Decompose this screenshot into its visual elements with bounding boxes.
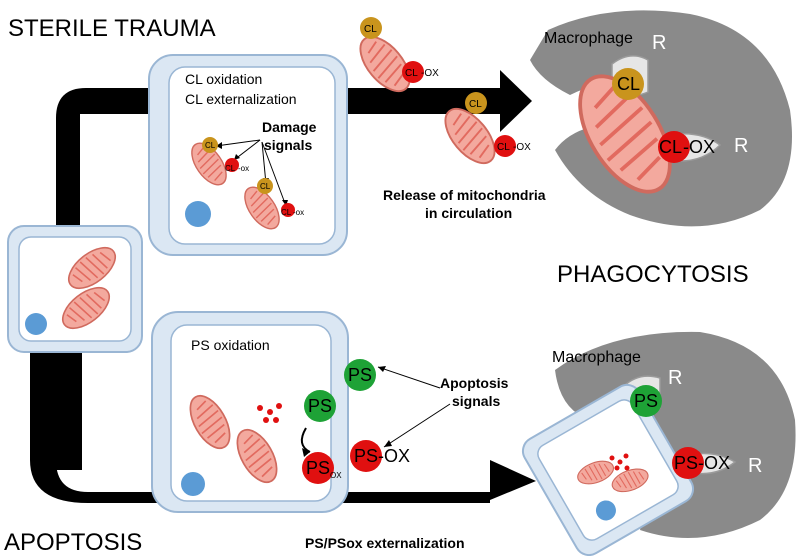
nucleus: [181, 472, 205, 496]
receptor-label: R: [734, 135, 748, 157]
apoptosis-signals-label-1: Apoptosis: [440, 375, 509, 391]
nucleus: [25, 313, 47, 335]
cl-ball: [257, 178, 273, 194]
svg-text:CL: CL: [469, 99, 482, 110]
sterile-trauma-cell: CL oxidation CL externalization Damage s…: [148, 54, 348, 256]
release-label-2: in circulation: [425, 205, 512, 221]
externalization-label: PS/PSox externalization: [305, 535, 465, 551]
apoptotic-bodies: [609, 453, 630, 471]
ps-ball: [304, 390, 336, 422]
svg-text:CL: CL: [281, 208, 292, 217]
cl-ox-ball: [225, 158, 239, 172]
svg-text:PS: PS: [354, 446, 378, 466]
cl-ox-ball: [281, 203, 295, 217]
receptor-label: R: [748, 455, 762, 477]
ps-oxidation-label: PS oxidation: [191, 337, 270, 353]
receptor-label: R: [668, 367, 682, 389]
svg-text:PS: PS: [306, 458, 330, 478]
svg-text:CL: CL: [617, 74, 640, 94]
macrophage-top: CL CL -OX R R: [530, 10, 792, 227]
bottom-pathway-arrow: [30, 352, 536, 503]
ps-ball-external: [344, 359, 376, 391]
cl-ball: [202, 137, 218, 153]
svg-text:-OX: -OX: [683, 137, 715, 157]
damage-signals-label-2: signals: [264, 137, 312, 153]
svg-text:-OX: -OX: [421, 68, 439, 79]
svg-text:PS: PS: [634, 391, 658, 411]
nucleus: [595, 500, 616, 521]
svg-text:CL: CL: [405, 68, 418, 79]
resting-cell: [7, 225, 143, 353]
svg-text:CL: CL: [659, 137, 682, 157]
svg-text:CL: CL: [497, 142, 510, 153]
svg-text:-ox: -ox: [293, 208, 304, 217]
phagocytosis-title: PHAGOCYTOSIS: [557, 261, 749, 288]
cl-ox-ball: [494, 135, 516, 157]
cl-ox-ball: [402, 61, 424, 83]
svg-text:PS: PS: [674, 453, 698, 473]
receptor-label: R: [652, 32, 666, 54]
apoptotic-bodies: [257, 403, 282, 423]
svg-text:-OX: -OX: [698, 453, 730, 473]
engulfed-apoptotic-cell: [521, 383, 695, 556]
cl-oxidation-label: CL oxidation: [185, 71, 262, 87]
macrophage-label-bottom: Macrophage: [552, 349, 641, 366]
sterile-trauma-title: STERILE TRAUMA: [8, 15, 216, 42]
oxidation-arrow: [300, 427, 311, 453]
svg-text:CL: CL: [225, 164, 236, 173]
svg-text:-OX: -OX: [378, 446, 410, 466]
cl-externalization-label: CL externalization: [185, 91, 297, 107]
svg-text:OX: OX: [330, 471, 342, 480]
ps-ox-ball: [302, 452, 334, 484]
svg-text:PS: PS: [348, 365, 372, 385]
svg-text:-OX: -OX: [513, 142, 531, 153]
apoptotic-cell: PS oxidation PS PS OX: [151, 311, 349, 513]
svg-text:CL: CL: [260, 182, 271, 191]
release-label-1: Release of mitochondria: [383, 187, 546, 203]
cl-ball: [612, 68, 644, 100]
cl-ball: [360, 17, 382, 39]
svg-text:PS: PS: [308, 396, 332, 416]
ps-ox-ball-external: [350, 440, 382, 472]
apoptosis-signals-label-2: signals: [452, 393, 500, 409]
apoptosis-signal-arrows: [377, 366, 451, 448]
damage-signals-label-1: Damage: [262, 119, 317, 135]
ps-ox-ball: [672, 447, 704, 479]
svg-text:CL: CL: [364, 24, 377, 35]
released-mitochondria: CL CL -OX CL CL -OX: [350, 17, 531, 173]
svg-text:CL: CL: [205, 141, 216, 150]
cl-ox-ball: [658, 131, 690, 163]
nucleus: [185, 201, 211, 227]
svg-text:-ox: -ox: [238, 164, 249, 173]
cl-ball: [465, 92, 487, 114]
macrophage-label-top: Macrophage: [544, 30, 633, 47]
apoptosis-title: APOPTOSIS: [4, 529, 142, 556]
ps-ball: [630, 385, 662, 417]
